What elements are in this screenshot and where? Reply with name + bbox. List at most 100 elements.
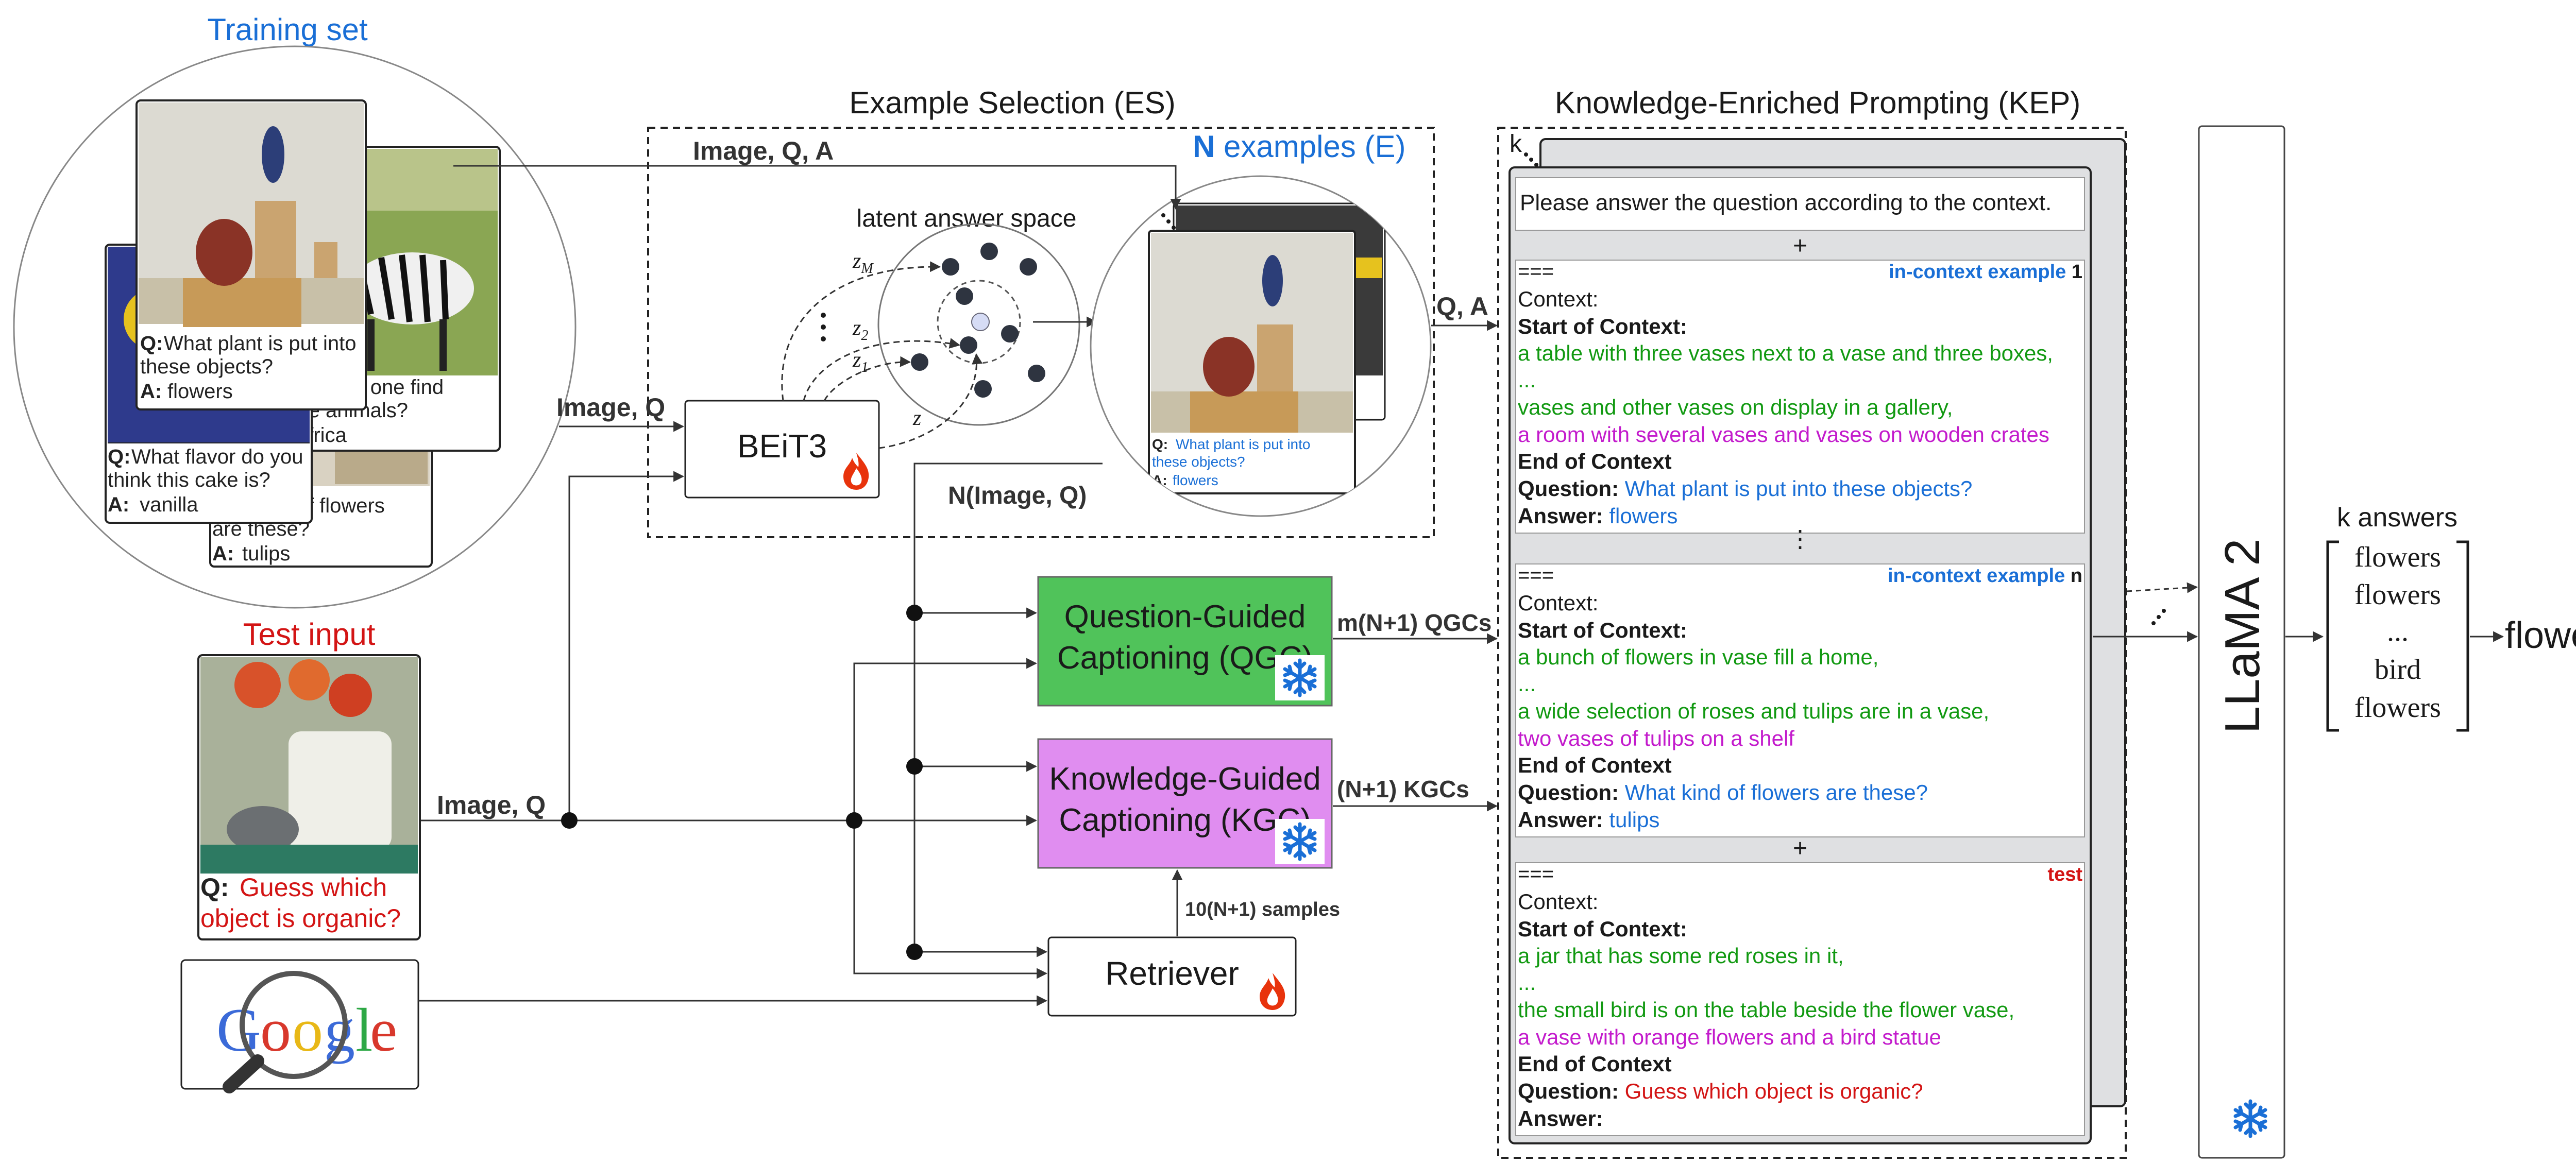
training-card-vases-q2: these objects?	[140, 355, 273, 378]
kep-knowledge-caption: a vase with orange flowers and a bird st…	[1518, 1025, 1941, 1049]
kep-question: Question: What kind of flowers are these…	[1518, 780, 1928, 804]
kep-plus-2: +	[1793, 835, 1807, 862]
svg-text:z2: z2	[852, 316, 868, 344]
qgc-line1: Question-Guided	[1064, 599, 1306, 635]
kep-block-test: === test Context: Start of Context: a ja…	[1515, 862, 2085, 1136]
kep-answer: Answer: tulips	[1518, 808, 1659, 832]
kep-question: Question: What plant is put into these o…	[1518, 476, 1972, 501]
kep-block-example-n: === in-context example n Context: Start …	[1515, 563, 2085, 837]
qgc-box: Question-Guided Captioning (QGC)	[1037, 576, 1333, 707]
svg-text:o: o	[260, 996, 291, 1064]
test-input-q-label: Q:	[200, 873, 229, 902]
kep-instruction-box	[1515, 177, 2085, 231]
kgc-box: Knowledge-Guided Captioning (KGC)	[1037, 738, 1333, 869]
kep-vdots: ⋮	[1788, 525, 1812, 552]
kep-block-tag: in-context example n	[1888, 565, 2082, 587]
training-card-vases-q1: What plant is put into	[164, 332, 357, 355]
example-card-q-label: Q:	[1152, 436, 1168, 452]
kep-block-tag: test	[2047, 864, 2082, 885]
edge-image-q-test: Image, Q	[437, 791, 546, 819]
test-input-q-line2: object is organic?	[200, 904, 401, 933]
junction-dots	[561, 605, 923, 960]
test-input-title: Test input	[243, 617, 376, 652]
answers-title: k answers	[2337, 503, 2458, 533]
example-card-q2: these objects?	[1152, 454, 1245, 470]
es-title: Example Selection (ES)	[849, 85, 1176, 120]
svg-text:l: l	[355, 996, 372, 1064]
training-card-vases-answer: flowers	[167, 380, 233, 403]
beit3-label: BEiT3	[737, 427, 827, 465]
edge-image-q: Image, Q	[556, 393, 665, 422]
zebra-shape	[350, 252, 474, 371]
kep-caption-line: a jar that has some red roses in it,	[1518, 944, 1844, 968]
training-card-cake-q1: What flavor do you	[131, 446, 303, 468]
final-answer: flowers	[2505, 615, 2576, 656]
kep-end-context: End of Context	[1518, 1052, 1672, 1076]
retriever-label: Retriever	[1105, 955, 1239, 992]
kep-sep: ===	[1518, 863, 1554, 885]
kep-title: Knowledge-Enriched Prompting (KEP)	[1555, 85, 2081, 120]
kep-question: Question: Guess which object is organic?	[1518, 1079, 1923, 1103]
training-set-circle: nd of flowers are these? A: tulips	[13, 45, 577, 609]
svg-text:z1: z1	[852, 348, 868, 375]
kep-instruction: Please answer the question according to …	[1520, 190, 2052, 215]
training-card-cake-answer: vanilla	[134, 493, 198, 516]
z-labels: zM z2 z1 z	[852, 249, 921, 430]
test-input-q-line1: Guess which	[240, 873, 387, 902]
training-card-vases-a-label: A:	[140, 380, 162, 403]
examples-circle: Q: What plant is put into these objects?…	[1090, 175, 1432, 517]
kep-caption-line: ...	[1518, 970, 1536, 995]
latent-space	[877, 223, 1080, 426]
kep-context-label: Context:	[1518, 591, 1598, 615]
edge-n-image-q: N(Image, Q)	[948, 482, 1087, 509]
kep-answer: Answer: flowers	[1518, 504, 1677, 528]
answer-item: flowers	[2354, 692, 2441, 724]
kep-knowledge-caption: a room with several vases and vases on w…	[1518, 422, 2049, 447]
edge-kgc: (N+1) KGCs	[1337, 776, 1469, 802]
svg-text:o: o	[292, 996, 323, 1064]
kep-context-label: Context:	[1518, 287, 1598, 311]
svg-text:G: G	[216, 996, 261, 1064]
answer-item: flowers	[2354, 579, 2441, 611]
training-card-vases: Q: What plant is put into these objects?…	[135, 99, 367, 410]
training-card-tulips-answer: tulips	[242, 542, 290, 565]
kgc-line1: Knowledge-Guided	[1049, 761, 1320, 797]
edge-samples: 10(N+1) samples	[1185, 899, 1340, 920]
training-card-tulips-a-label: A:	[212, 542, 234, 565]
example-card-answer: flowers	[1173, 472, 1218, 488]
kep-to-llama-dashed-arrow	[2126, 582, 2198, 593]
svg-text:z: z	[912, 406, 921, 430]
n-image-q-path	[913, 463, 1103, 953]
kep-start-context: Start of Context:	[1518, 618, 1687, 642]
test-input-card: Q: Guess which object is organic?	[197, 654, 421, 940]
kep-knowledge-caption: two vases of tulips on a shelf	[1518, 726, 1794, 750]
z-vdots	[821, 313, 826, 341]
examples-title: N examples (E)	[1193, 129, 1405, 164]
magnifier-icon	[223, 971, 348, 1093]
training-card-vases-q-label: Q:	[140, 332, 163, 355]
svg-text:zM: zM	[852, 249, 874, 277]
training-card-cake-a-label: A:	[108, 493, 129, 516]
google-logo: G o o g l e	[216, 996, 397, 1064]
answers-vector: flowers flowers ... bird flowers	[2326, 540, 2469, 732]
qgc-line2: Captioning (QGC)	[1057, 640, 1313, 676]
kep-end-context: End of Context	[1518, 753, 1672, 777]
edge-image-q-a: Image, Q, A	[693, 136, 834, 165]
kep-block-example-1: === in-context example 1 Context: Start …	[1515, 260, 2085, 534]
latent-space-label: latent answer space	[857, 205, 1077, 232]
training-card-cake-q-label: Q:	[108, 446, 130, 468]
edge-qgc: m(N+1) QGCs	[1337, 609, 1492, 636]
kep-start-context: Start of Context:	[1518, 917, 1687, 941]
training-set-title: Training set	[207, 12, 368, 47]
kep-stack-dots	[1524, 152, 1538, 167]
answer-item: bird	[2375, 654, 2421, 686]
kep-k-label: k	[1510, 130, 1522, 158]
answer-item: flowers	[2354, 541, 2441, 573]
kep-caption-line: a wide selection of roses and tulips are…	[1518, 699, 1989, 723]
llama-box: LLaMA 2	[2198, 125, 2285, 1159]
kgc-line2: Captioning (KGC)	[1059, 802, 1311, 838]
kep-answer: Answer:	[1518, 1106, 1603, 1131]
kep-caption-line: a table with three vases next to a vase …	[1518, 341, 2053, 365]
llama-label: LLaMA 2	[2215, 539, 2270, 734]
test-flow-lines	[418, 471, 1048, 1006]
